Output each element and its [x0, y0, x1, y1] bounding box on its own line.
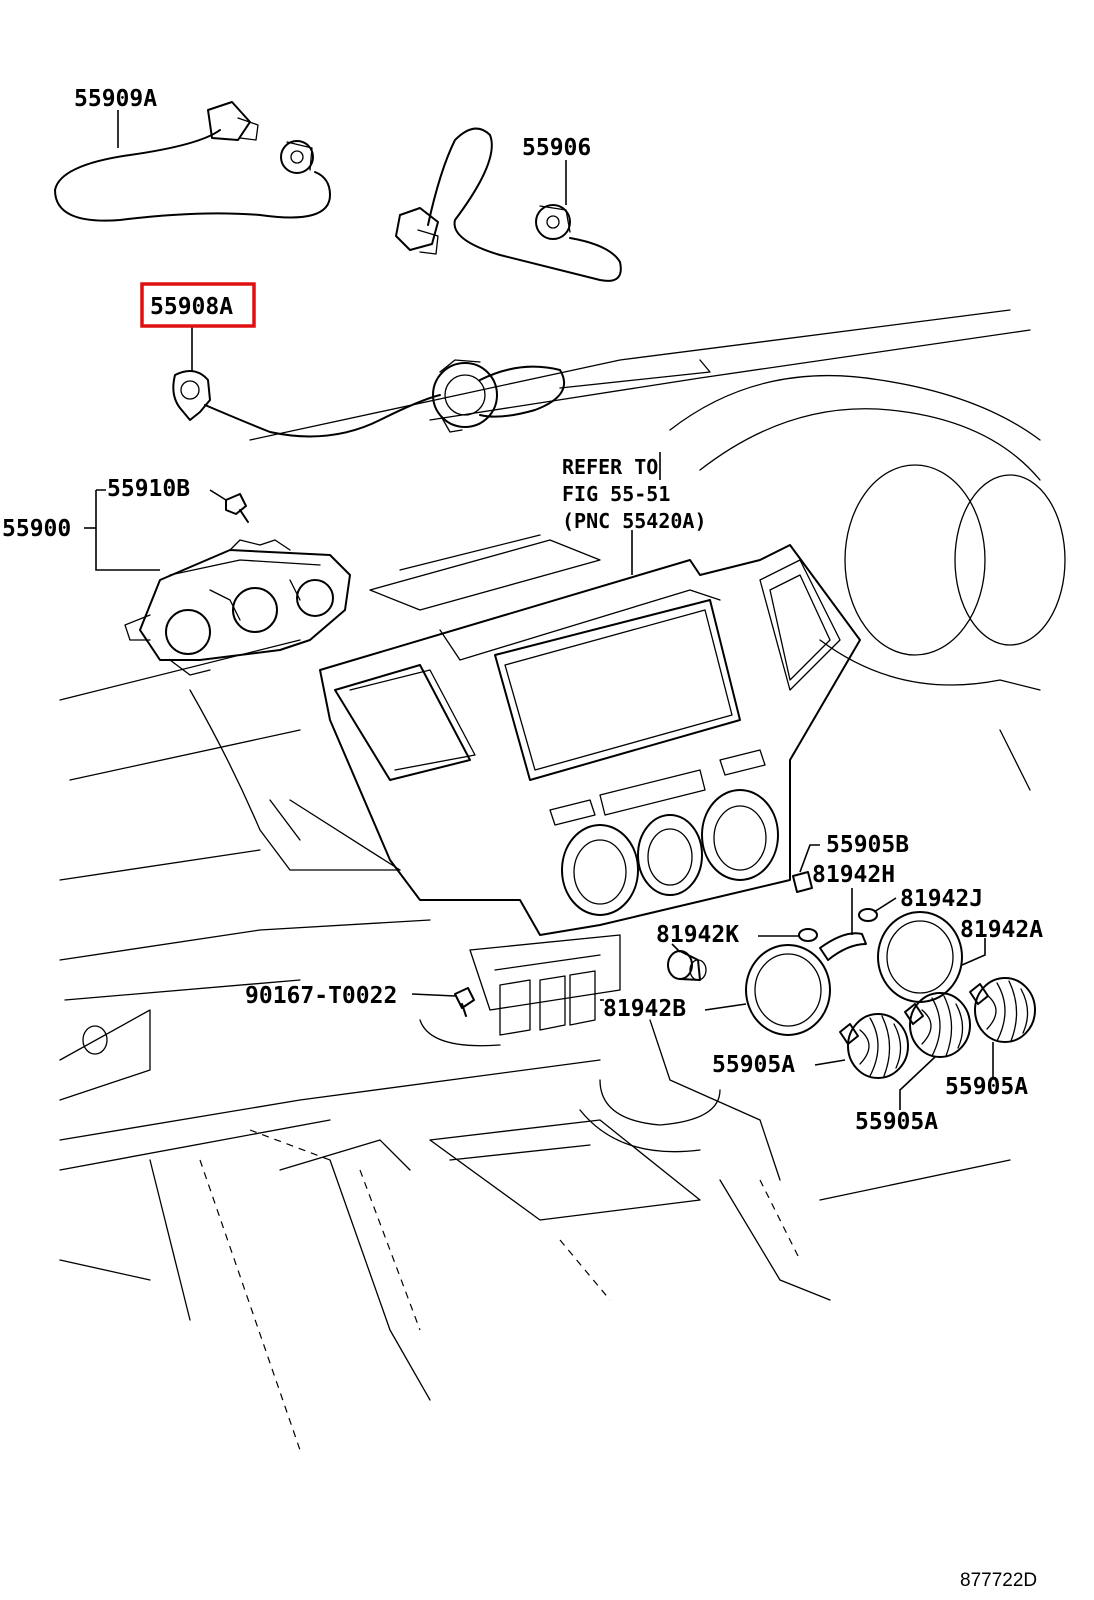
ring-81942a[interactable] — [877, 911, 963, 1003]
label-81942a[interactable]: 81942A — [960, 917, 1043, 943]
label-55905a-2[interactable]: 55905A — [945, 1074, 1028, 1100]
reference-note-line-1: REFER TO — [562, 455, 658, 479]
label-55905b[interactable]: 55905B — [826, 832, 909, 858]
wire-harness-55908a[interactable] — [172, 359, 566, 438]
knob-55905a-left[interactable] — [839, 1013, 909, 1079]
part-labels: 55909A 55906 55908A 55910B 55900 55905B … — [2, 86, 1043, 1135]
screw-55910b[interactable] — [225, 493, 249, 523]
highlight-box — [140, 282, 256, 328]
dashboard-line-art — [59, 309, 1066, 1451]
label-81942k[interactable]: 81942K — [656, 922, 739, 948]
label-55906[interactable]: 55906 — [522, 135, 591, 161]
label-55909a[interactable]: 55909A — [74, 86, 157, 112]
reference-note-line-3[interactable]: (PNC 55420A) — [562, 509, 707, 533]
ring-81942b[interactable] — [745, 944, 831, 1036]
figure-id: 877722D — [960, 1570, 1037, 1591]
washer-81942k[interactable] — [798, 928, 818, 942]
label-55905a-1[interactable]: 55905A — [712, 1052, 795, 1078]
clip-55905b[interactable] — [792, 871, 813, 893]
leader-lines — [84, 110, 994, 1110]
control-assembly-55900[interactable] — [124, 539, 351, 676]
wire-harness-55909a[interactable] — [54, 101, 331, 222]
label-55905a-3[interactable]: 55905A — [855, 1109, 938, 1135]
washer-81942j[interactable] — [858, 908, 878, 922]
bracket-81942h[interactable] — [819, 932, 867, 961]
knob-55905a-middle[interactable] — [904, 992, 971, 1058]
label-55900[interactable]: 55900 — [2, 516, 71, 542]
reference-note-line-2: FIG 55-51 — [562, 482, 670, 506]
screw-90167-t0022[interactable] — [454, 987, 475, 1017]
label-55908a[interactable]: 55908A — [150, 294, 233, 320]
knob-55905a-right[interactable] — [969, 977, 1036, 1043]
reference-note: REFER TO FIG 55-51 (PNC 55420A) — [562, 455, 707, 533]
label-81942h[interactable]: 81942H — [812, 862, 895, 888]
label-81942b[interactable]: 81942B — [603, 996, 686, 1022]
wire-harness-55906[interactable] — [395, 127, 622, 282]
label-90167-t0022[interactable]: 90167-T0022 — [245, 983, 397, 1009]
label-55910b[interactable]: 55910B — [107, 476, 190, 502]
label-81942j[interactable]: 81942J — [900, 886, 983, 912]
knob-cap[interactable] — [667, 950, 707, 981]
